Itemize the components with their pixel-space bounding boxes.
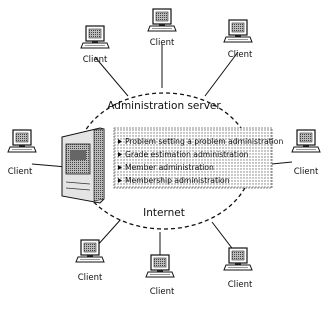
client-label: Client: [150, 287, 175, 297]
computer-icon: [223, 19, 253, 43]
server-icon: [61, 127, 105, 204]
internet-label: Internet: [143, 207, 185, 219]
computer-icon: [7, 129, 37, 153]
client-node: Client: [223, 19, 253, 60]
computer-icon: [291, 129, 321, 153]
client-node: Client: [147, 8, 177, 48]
computer-icon: [147, 8, 177, 32]
client-label: Client: [228, 280, 253, 290]
computer-icon: [145, 254, 175, 278]
function-item: Membership administration: [125, 176, 230, 185]
client-label: Client: [83, 55, 108, 65]
function-item: Member administration: [125, 163, 214, 172]
computer-icon: [80, 25, 110, 49]
client-node: Client: [75, 239, 105, 283]
client-label: Client: [78, 273, 103, 283]
client-node: Client: [145, 254, 175, 297]
client-label: Client: [228, 50, 253, 60]
function-list: Problem setting a problem administration…: [118, 137, 283, 185]
client-node: Client: [291, 129, 321, 177]
client-node: Client: [223, 247, 253, 290]
client-label: Client: [150, 38, 175, 48]
client-node: Client: [80, 25, 110, 65]
server-label: Administration server: [107, 100, 221, 112]
computer-icon: [223, 247, 253, 271]
function-item: Grade estimation administration: [125, 150, 249, 159]
function-item: Problem setting a problem administration: [125, 137, 283, 146]
client-node: Client: [7, 129, 37, 177]
function-list-box: [113, 127, 273, 189]
client-label: Client: [294, 167, 319, 177]
client-label: Client: [8, 167, 33, 177]
